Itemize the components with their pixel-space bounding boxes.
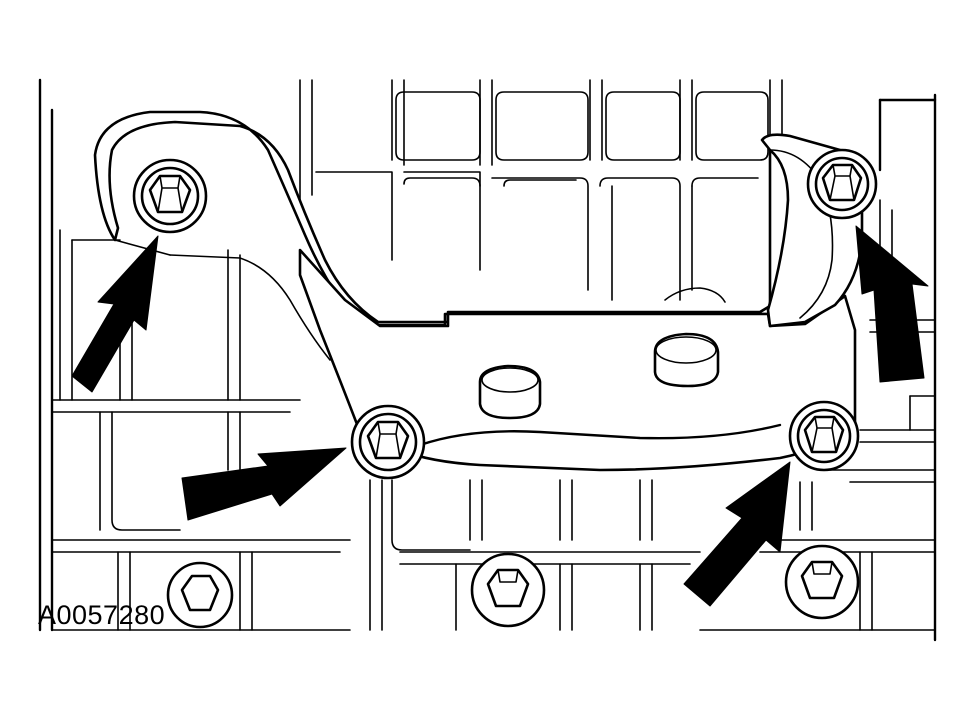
bolt-upper-right bbox=[806, 148, 878, 220]
arrow-lower-right bbox=[683, 461, 791, 607]
mounting-bracket bbox=[93, 110, 864, 472]
bolt-lower-right bbox=[788, 400, 860, 472]
arrow-upper-right bbox=[855, 225, 929, 383]
bolt-lower-left bbox=[350, 404, 426, 480]
bolt-upper-left bbox=[132, 158, 208, 234]
housing-ribs bbox=[38, 78, 937, 642]
arrow-upper-left bbox=[71, 235, 159, 393]
housing-bolt-right bbox=[784, 544, 860, 620]
figure-id-label: A0057280 bbox=[38, 600, 166, 630]
housing-bolt-left bbox=[166, 561, 234, 629]
arrow-lower-left bbox=[181, 447, 347, 521]
housing-bolt-middle bbox=[470, 552, 546, 628]
